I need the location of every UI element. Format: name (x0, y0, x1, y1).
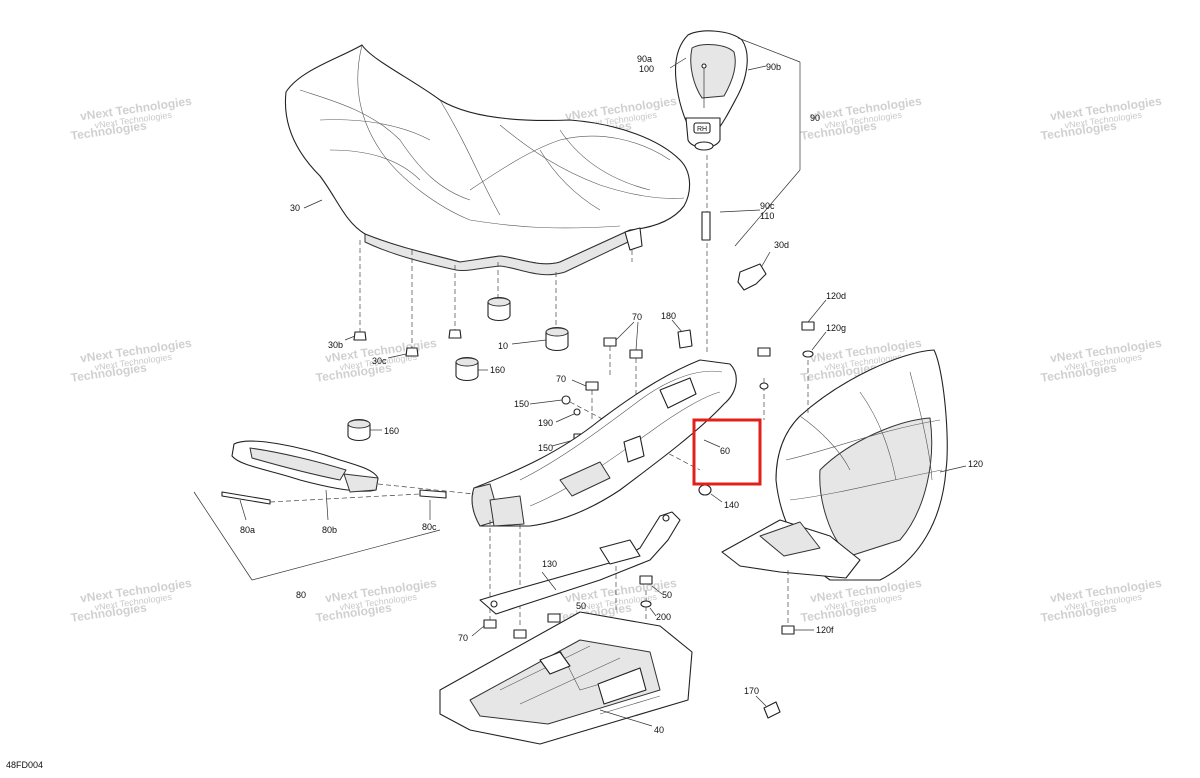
clip-part-30d[interactable] (737, 251, 771, 291)
callout-150-lower[interactable]: 150 (538, 443, 553, 453)
seat-base-frame-part-60[interactable] (471, 359, 737, 626)
washer-part-200[interactable] (640, 600, 657, 617)
watermark: vNext Technologies vNext Technologies Te… (1040, 576, 1163, 625)
callout-90c[interactable]: 90c (760, 201, 775, 211)
rh-tag (693, 122, 711, 134)
bracket-part-130[interactable] (479, 511, 681, 620)
callout-150-upper[interactable]: 150 (514, 399, 529, 409)
callout-80b[interactable]: 80b (322, 525, 337, 535)
watermark: vNext Technologies vNext Technologies Te… (800, 576, 923, 625)
pin-part-110[interactable] (701, 211, 711, 241)
callout-190[interactable]: 190 (538, 418, 553, 428)
screw-part-30b[interactable] (344, 331, 367, 341)
bumper-part-160b[interactable] (347, 418, 382, 442)
callout-120[interactable]: 120 (968, 459, 983, 469)
watermark: vNext Technologies vNext Technologies Te… (70, 576, 193, 625)
screw-part-120d[interactable] (801, 299, 827, 331)
watermark: vNext Technologies vNext Technologies Te… (70, 94, 193, 143)
pin-part-80a[interactable] (221, 491, 271, 505)
callout-30c[interactable]: 30c (372, 356, 387, 366)
callout-80a[interactable]: 80a (240, 525, 255, 535)
callout-60[interactable]: 60 (720, 446, 730, 456)
callout-80[interactable]: 80 (296, 590, 306, 600)
callout-30[interactable]: 30 (290, 203, 300, 213)
screw-part-120e[interactable] (757, 347, 771, 390)
screw-part-30c[interactable] (387, 347, 419, 359)
washer-part-120g[interactable] (802, 331, 827, 358)
callout-10[interactable]: 10 (498, 341, 508, 351)
grommet-part-10a[interactable] (487, 296, 511, 322)
bumper-part-170[interactable] (755, 695, 781, 719)
callout-160-upper[interactable]: 160 (490, 365, 505, 375)
callout-70-top[interactable]: 70 (632, 312, 642, 322)
backrest-part-120[interactable] (721, 349, 967, 626)
callout-120f[interactable]: 120f (816, 625, 834, 635)
screw-part-50b[interactable] (547, 613, 561, 623)
callout-170[interactable]: 170 (744, 686, 759, 696)
callout-labels: 30 30b 30c 30d 90 90a 100 90b 90c 110 10… (240, 54, 983, 735)
callout-120g[interactable]: 120g (826, 323, 846, 333)
handle-assembly-lines (193, 483, 475, 581)
pin-part-80c[interactable] (419, 489, 447, 499)
bolt-part-70b[interactable] (615, 321, 643, 400)
callout-30b[interactable]: 30b (328, 340, 343, 350)
seat-fastener-lines (359, 155, 708, 355)
bumper-part-160a[interactable] (455, 356, 488, 382)
callout-200[interactable]: 200 (656, 612, 671, 622)
bolt-part-70d[interactable] (471, 619, 497, 637)
callout-110[interactable]: 110 (760, 211, 774, 221)
bolt-part-70c[interactable] (571, 379, 599, 420)
watermark: vNext Technologies vNext Technologies Te… (1040, 336, 1163, 385)
callout-70-mid[interactable]: 70 (556, 374, 566, 384)
screw-part-120f[interactable] (781, 625, 814, 635)
grommet-part-10b[interactable] (511, 326, 569, 352)
callout-30d[interactable]: 30d (774, 240, 789, 250)
callout-180[interactable]: 180 (661, 311, 676, 321)
nut-part-140[interactable] (698, 484, 723, 503)
passenger-handle-part-80b[interactable] (231, 440, 379, 493)
callout-160-lower[interactable]: 160 (384, 426, 399, 436)
callout-90[interactable]: 90 (810, 113, 820, 123)
highlight-box-60 (692, 418, 762, 486)
callout-50-right[interactable]: 50 (662, 590, 672, 600)
clip-part-180[interactable] (671, 319, 693, 349)
watermark: vNext Technologies vNext Technologies Te… (1040, 94, 1163, 143)
seat-cushion-part-30[interactable] (284, 44, 691, 276)
callout-130[interactable]: 130 (542, 559, 557, 569)
rh-tag-text: RH (697, 126, 707, 133)
callout-90b[interactable]: 90b (766, 62, 781, 72)
watermark: vNext Technologies vNext Technologies Te… (315, 576, 438, 625)
screw-part-30e[interactable] (448, 329, 462, 339)
figure-code: 48FD004 (6, 760, 43, 770)
washer-part-190[interactable] (555, 408, 581, 423)
watermark: vNext Technologies vNext Technologies Te… (70, 336, 193, 385)
callout-70-lower[interactable]: 70 (458, 633, 468, 643)
callout-90a[interactable]: 90a (637, 54, 652, 64)
callout-100[interactable]: 100 (639, 64, 654, 74)
bolt-part-70a[interactable] (603, 337, 617, 378)
bolt-part-70e[interactable] (513, 629, 527, 639)
callout-120d[interactable]: 120d (826, 291, 846, 301)
callout-140[interactable]: 140 (724, 500, 739, 510)
callout-40[interactable]: 40 (654, 725, 664, 735)
callout-80c[interactable]: 80c (422, 522, 437, 532)
grab-handle-bracket (669, 37, 801, 247)
screw-part-50a[interactable] (639, 575, 663, 595)
storage-tray-part-40[interactable] (439, 611, 693, 745)
grab-handle-part-90[interactable]: RH (674, 30, 748, 151)
callout-50-left[interactable]: 50 (576, 601, 586, 611)
